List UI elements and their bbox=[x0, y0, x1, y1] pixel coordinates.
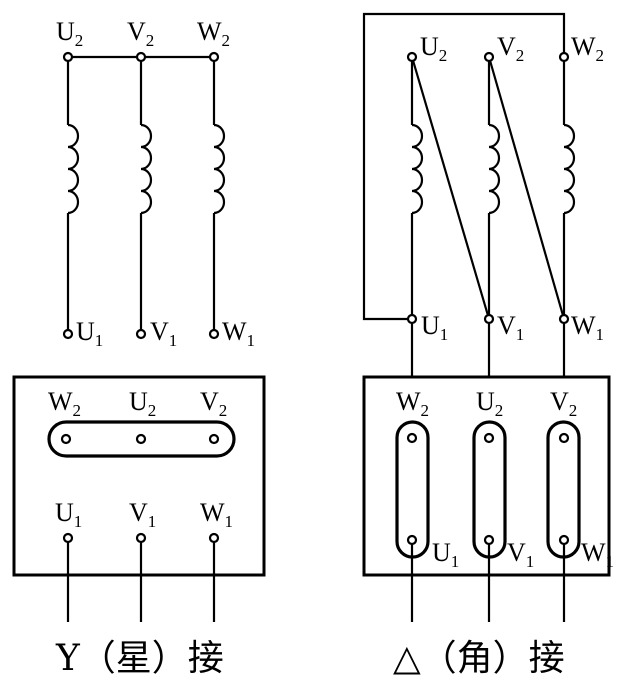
delta-label-v2: V2 bbox=[497, 32, 524, 65]
star-label-w1: W1 bbox=[222, 317, 255, 350]
star-label-u1: U1 bbox=[76, 317, 103, 350]
star-label-w2: W2 bbox=[197, 17, 230, 50]
delta-label-w2: W2 bbox=[571, 32, 604, 65]
star-box-label-v1: V1 bbox=[129, 498, 156, 531]
star-terminal-v2 bbox=[135, 51, 147, 63]
delta-box-label-u1: U1 bbox=[432, 538, 459, 571]
delta-label-w1: W1 bbox=[571, 311, 604, 344]
delta-terminal-w1 bbox=[558, 313, 570, 325]
delta-box-stud-w2 bbox=[406, 432, 418, 444]
delta-caption: △（角）接 bbox=[393, 638, 565, 679]
delta-terminal-v2 bbox=[483, 51, 495, 63]
delta-box-stud-v1 bbox=[483, 534, 495, 546]
delta-terminal-v1 bbox=[483, 313, 495, 325]
star-box-label-u2: U2 bbox=[129, 387, 156, 420]
delta-box-label-v2: V2 bbox=[550, 387, 577, 420]
star-box-stud-w1 bbox=[208, 532, 220, 544]
delta-link-u2-v1 bbox=[410, 56, 491, 320]
star-winding-v bbox=[139, 57, 153, 330]
delta-winding-u bbox=[410, 57, 424, 319]
delta-box-label-w2: W2 bbox=[396, 387, 429, 420]
delta-link-v2-w1 bbox=[487, 56, 566, 320]
delta-schematic: U2 V2 W2 U1 V1 W1 bbox=[362, 12, 604, 344]
star-terminal-u1 bbox=[62, 328, 74, 340]
delta-box-stud-u2 bbox=[483, 432, 495, 444]
delta-label-v1: V1 bbox=[497, 311, 524, 344]
delta-winding-v bbox=[487, 57, 501, 319]
star-box-stud-v2 bbox=[208, 433, 220, 445]
star-winding-u bbox=[66, 57, 80, 330]
star-terminal-u2 bbox=[62, 51, 74, 63]
delta-terminal-w2 bbox=[558, 51, 570, 63]
delta-terminal-u1 bbox=[406, 313, 418, 325]
star-supply-leads bbox=[66, 542, 216, 622]
star-box-stud-u1 bbox=[62, 532, 74, 544]
star-box-label-u1: U1 bbox=[55, 498, 82, 531]
delta-box-stud-v2 bbox=[558, 432, 570, 444]
star-schematic: U2 V2 W2 U1 V1 W1 bbox=[56, 17, 255, 350]
delta-box-stud-w1 bbox=[558, 534, 570, 546]
star-caption: Y（星）接 bbox=[55, 638, 224, 679]
star-box-label-v2: V2 bbox=[200, 387, 227, 420]
star-box-label-w2: W2 bbox=[48, 387, 81, 420]
delta-box-label-v1: V1 bbox=[507, 538, 534, 571]
delta-label-u2: U2 bbox=[420, 32, 447, 65]
delta-box-label-w1: W1 bbox=[581, 538, 614, 571]
star-box-stud-u2 bbox=[135, 433, 147, 445]
delta-box-label-u2: U2 bbox=[476, 387, 503, 420]
star-terminal-box: W2 U2 V2 U1 V1 W1 bbox=[12, 375, 266, 577]
star-label-u2: U2 bbox=[56, 17, 83, 50]
star-label-v2: V2 bbox=[127, 17, 154, 50]
delta-box-feed-leads bbox=[410, 323, 566, 377]
star-terminal-w1 bbox=[208, 328, 220, 340]
star-box-stud-v1 bbox=[135, 532, 147, 544]
delta-loop-wire bbox=[362, 12, 566, 321]
star-box-stud-w2 bbox=[60, 433, 72, 445]
star-winding-w bbox=[212, 57, 226, 330]
delta-terminal-u2 bbox=[406, 51, 418, 63]
star-label-v1: V1 bbox=[150, 317, 177, 350]
star-terminal-v1 bbox=[135, 328, 147, 340]
star-box-label-w1: W1 bbox=[200, 498, 233, 531]
delta-winding-w bbox=[562, 57, 576, 319]
star-terminal-w2 bbox=[208, 51, 220, 63]
delta-label-u1: U1 bbox=[421, 311, 448, 344]
delta-box-stud-u1 bbox=[406, 534, 418, 546]
delta-supply-leads bbox=[410, 544, 566, 622]
